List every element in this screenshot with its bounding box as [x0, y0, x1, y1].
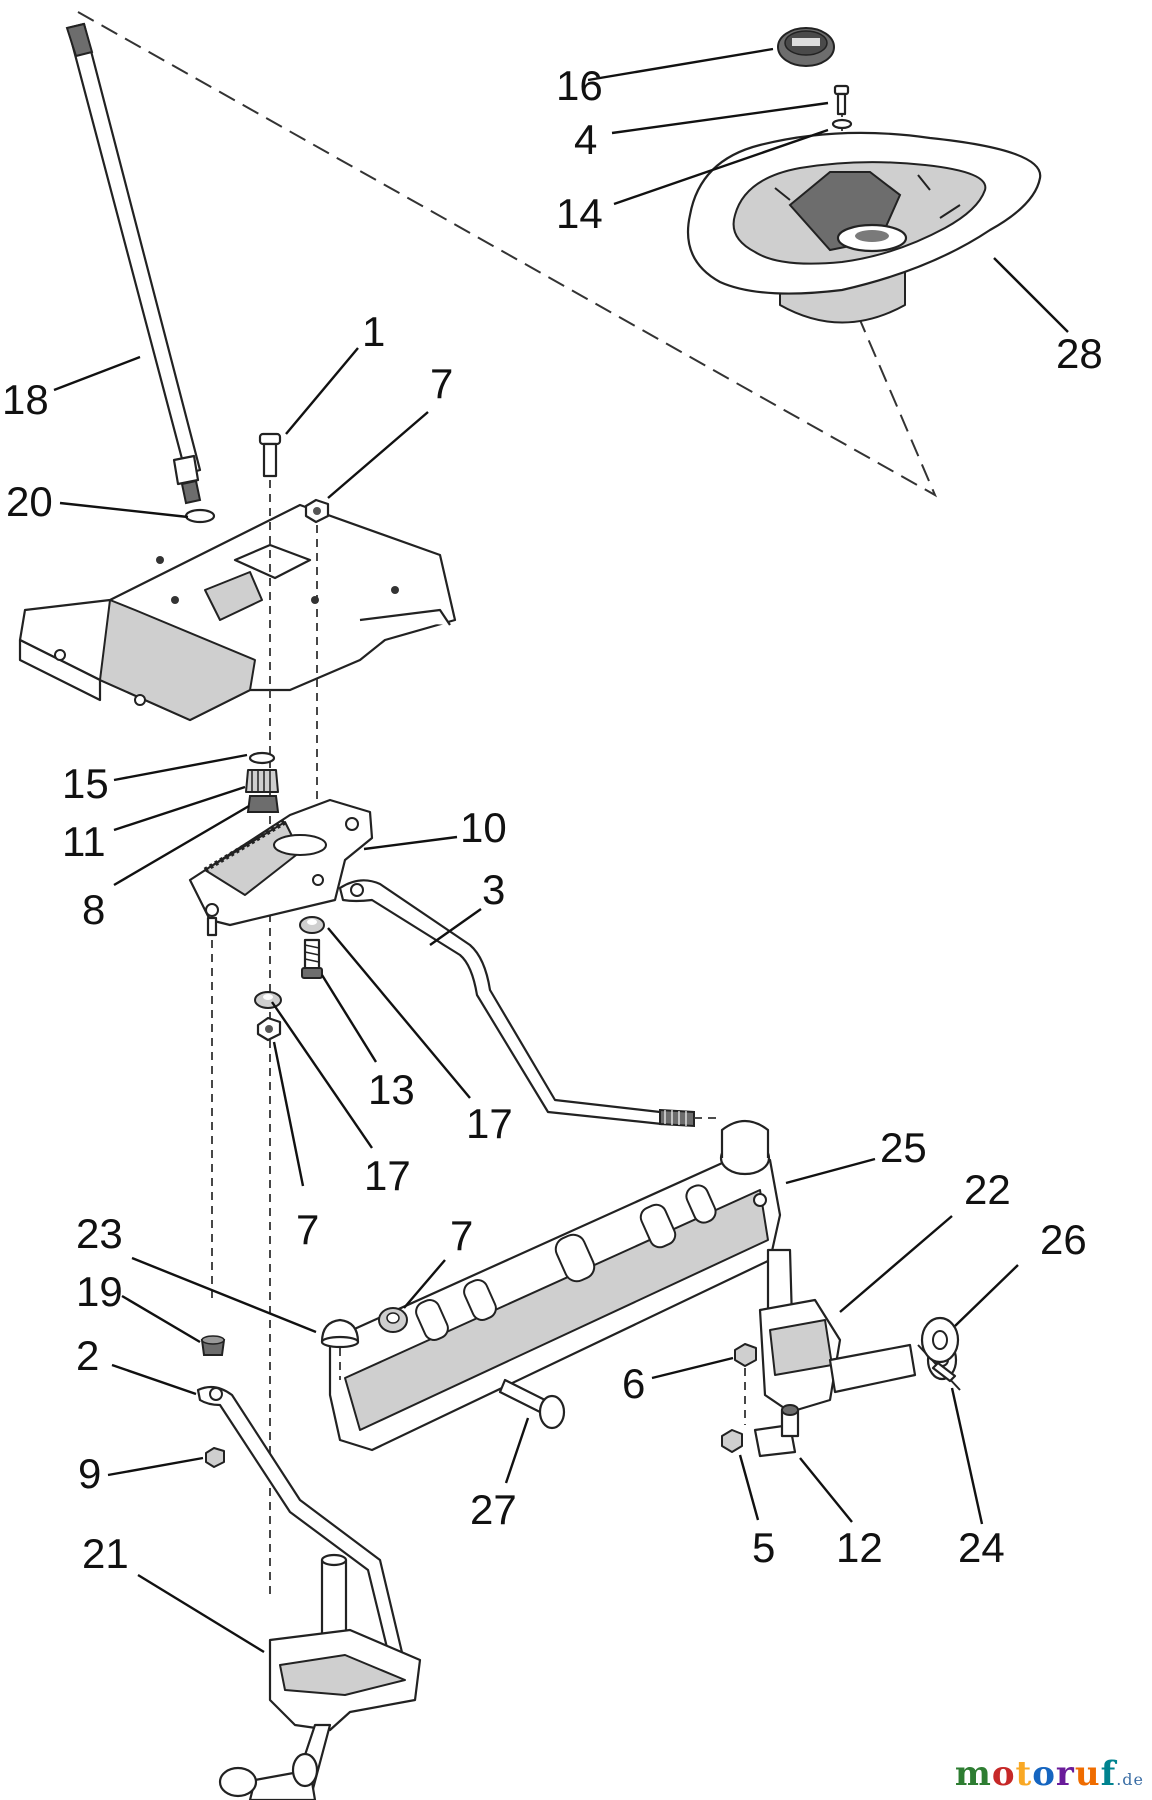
pivot-bolt-part — [498, 1378, 566, 1430]
callout-11: 11 — [62, 818, 106, 865]
callout-10: 10 — [460, 804, 507, 851]
spacer-part-17-left — [254, 991, 282, 1009]
right-spindle-part — [758, 1248, 961, 1414]
watermark-letter: f — [1100, 1754, 1117, 1794]
callout-3: 3 — [482, 866, 505, 913]
washer-part-20 — [184, 508, 216, 524]
bolt-part-4 — [833, 84, 850, 116]
callout-7-axle: 7 — [450, 1212, 473, 1259]
sector-gear-plate-part — [188, 798, 374, 937]
nut-part-7-axle — [378, 1307, 408, 1333]
watermark-letter: m — [954, 1754, 992, 1794]
callout-28: 28 — [1056, 330, 1103, 377]
steering-shaft-part — [65, 22, 202, 505]
callout-25: 25 — [880, 1124, 927, 1171]
dust-cap-part — [320, 1318, 360, 1349]
cotter-pin-part — [931, 1361, 957, 1383]
frame-bracket-part — [18, 503, 457, 722]
left-spindle-part — [218, 1553, 422, 1800]
callout-13: 13 — [368, 1066, 415, 1113]
nut-part-7-top — [304, 498, 330, 524]
watermark-letter: o — [1032, 1754, 1056, 1794]
bolt-part-13 — [301, 938, 323, 979]
callout-14: 14 — [556, 190, 603, 237]
tie-rod-end-part — [753, 1404, 800, 1458]
spacer-part-19 — [200, 1335, 226, 1356]
callout-9: 9 — [78, 1450, 101, 1497]
callout-19: 19 — [76, 1268, 123, 1315]
nut-part-5 — [721, 1429, 743, 1453]
callout-6: 6 — [622, 1360, 645, 1407]
callout-labels: 16 4 14 28 18 1 7 20 15 11 10 8 3 13 17 … — [2, 62, 1103, 1577]
nut-part-9 — [205, 1447, 225, 1468]
callout-8: 8 — [82, 886, 105, 933]
callout-22: 22 — [964, 1166, 1011, 1213]
washer-part-26 — [920, 1316, 960, 1364]
washer-part-14 — [831, 118, 853, 130]
pinion-gear-stack — [245, 751, 280, 813]
watermark-logo: motoruf.de — [955, 1754, 1144, 1794]
callout-23: 23 — [76, 1210, 123, 1257]
callout-17-right: 17 — [466, 1100, 513, 1147]
callout-12: 12 — [836, 1524, 883, 1571]
watermark-letter: r — [1055, 1754, 1075, 1794]
spacer-part-17-right — [299, 916, 325, 934]
callout-21: 21 — [82, 1530, 129, 1577]
callout-2: 2 — [76, 1332, 99, 1379]
watermark-letter: u — [1074, 1754, 1101, 1794]
callout-18: 18 — [2, 376, 49, 423]
drag-link-part — [338, 879, 695, 1128]
callout-1: 1 — [362, 308, 385, 355]
callout-27: 27 — [470, 1486, 517, 1533]
callout-17-left: 17 — [364, 1152, 411, 1199]
front-axle-part — [328, 1119, 782, 1452]
steering-wheel-part — [686, 131, 1042, 324]
assembly-dashed-outline — [77, 11, 938, 498]
callout-20: 20 — [6, 478, 53, 525]
callout-5: 5 — [752, 1524, 775, 1571]
hub-cap-part — [777, 27, 835, 67]
callout-4: 4 — [574, 116, 597, 163]
watermark-tld: .de — [1116, 1770, 1144, 1789]
watermark-letter: o — [991, 1754, 1016, 1794]
callout-24: 24 — [958, 1524, 1005, 1571]
callout-16: 16 — [556, 62, 603, 109]
callout-7-middle: 7 — [296, 1206, 319, 1253]
steering-wheel-assembly — [77, 11, 1042, 498]
callout-15: 15 — [62, 760, 109, 807]
nut-part-6 — [734, 1343, 757, 1367]
callout-7-top: 7 — [430, 360, 453, 407]
watermark-letter: t — [1015, 1754, 1033, 1794]
callout-26: 26 — [1040, 1216, 1087, 1263]
bolt-part-1 — [258, 432, 282, 478]
leader-lines — [53, 47, 1069, 1654]
nut-part-7-middle — [256, 1016, 282, 1042]
